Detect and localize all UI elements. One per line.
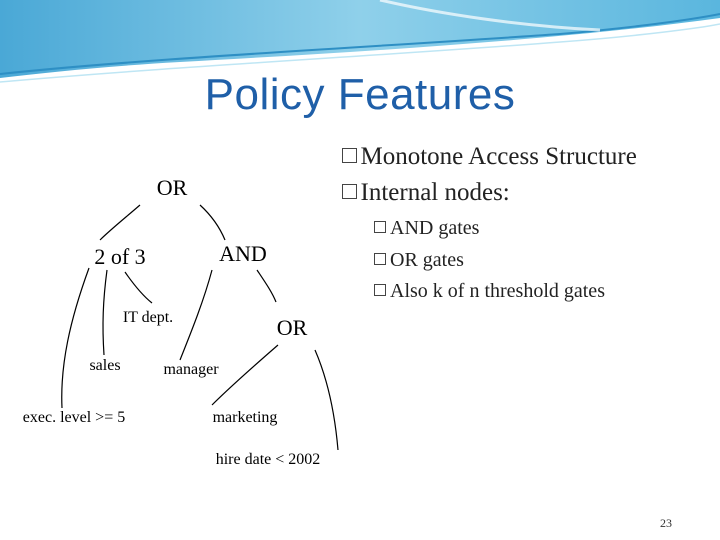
square-bullet-icon: [374, 253, 386, 265]
square-bullet-icon: [342, 184, 357, 199]
square-bullet-icon: [342, 148, 357, 163]
header-wave-decoration: [0, 0, 720, 83]
tree-node-and: AND: [219, 241, 267, 266]
page-number: 23: [660, 516, 672, 530]
bullet-monotone: Monotone Access Structure: [342, 143, 637, 171]
edge-and-to-manager: [179, 269, 213, 361]
edge-root-to-and: [199, 204, 226, 241]
subbullet-and-gates: AND gates: [374, 217, 479, 240]
tree-node-or: OR: [277, 315, 308, 340]
tree-node-threshold: 2 of 3: [94, 244, 145, 269]
tree-leaf-sales: sales: [89, 357, 120, 374]
edge-2of3-to-exec: [61, 267, 90, 409]
tree-node-root-or: OR: [157, 175, 188, 200]
tree-leaf-hire-date: hire date < 2002: [216, 451, 321, 468]
edge-root-to-2of3: [99, 204, 141, 241]
square-bullet-icon: [374, 221, 386, 233]
square-bullet-icon: [374, 284, 386, 296]
edge-or-to-marketing: [211, 344, 279, 406]
edge-2of3-to-itdept: [124, 271, 153, 304]
subbullet-threshold-gates: Also k of n threshold gates: [374, 280, 605, 303]
tree-leaf-exec-level: exec. level >= 5: [23, 409, 125, 426]
tree-leaf-marketing: marketing: [213, 409, 278, 426]
tree-leaf-manager: manager: [163, 361, 219, 378]
tree-leaf-it-dept: IT dept.: [123, 309, 173, 326]
slide-title: Policy Features: [204, 70, 516, 119]
edge-or-to-hiredate: [314, 349, 339, 451]
bullet-internal-nodes: Internal nodes:: [342, 179, 510, 207]
subbullet-or-gates: OR gates: [374, 249, 464, 272]
edge-2of3-to-sales: [102, 269, 108, 356]
edge-and-to-or: [256, 269, 277, 303]
